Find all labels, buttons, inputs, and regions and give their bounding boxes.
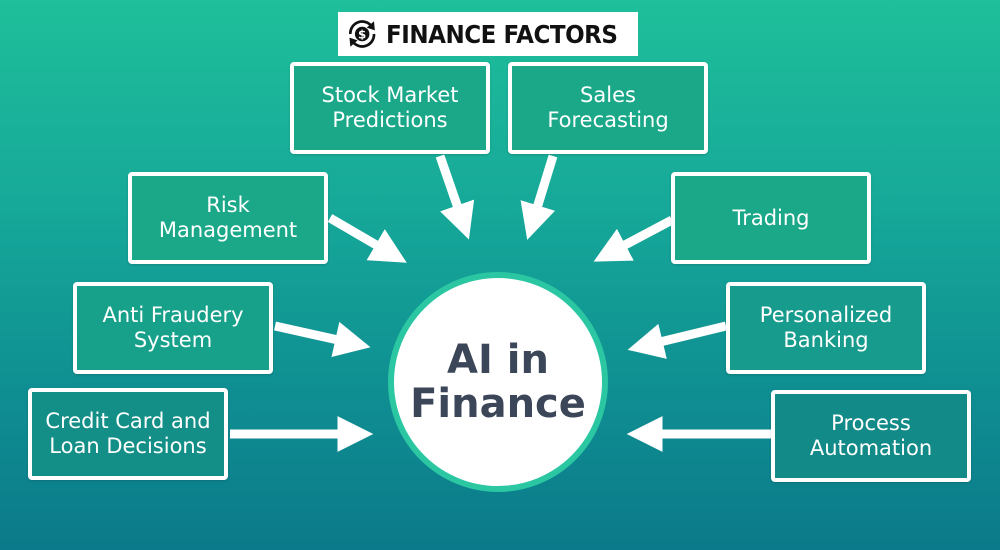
box-label: Anti Fraudery System <box>102 303 244 352</box>
box-label: Sales Forecasting <box>547 83 669 132</box>
box-anti-fraudery-system: Anti Fraudery System <box>73 282 273 374</box>
box-label: Stock Market Predictions <box>321 83 459 132</box>
dollar-cycle-icon: $ <box>348 20 376 48</box>
box-sales-forecasting: Sales Forecasting <box>508 62 708 154</box>
box-credit-card-loan-decisions: Credit Card and Loan Decisions <box>28 388 228 480</box>
box-process-automation: Process Automation <box>771 390 971 482</box>
box-label: Personalized Banking <box>759 303 893 352</box>
box-stock-market-predictions: Stock Market Predictions <box>290 62 490 154</box>
arrow-personalized-banking <box>627 321 728 359</box>
arrow-trading <box>593 216 675 262</box>
box-personalized-banking: Personalized Banking <box>726 282 926 374</box>
box-trading: Trading <box>671 172 871 264</box>
box-label: Credit Card and Loan Decisions <box>45 409 211 458</box>
finance-factors-logo: $ FINANCE FACTORS <box>338 12 638 56</box>
center-circle: AI in Finance <box>388 272 608 492</box>
arrow-risk-management <box>327 214 407 263</box>
logo-text: FINANCE FACTORS <box>386 19 618 49</box>
arrow-anti-fraudery <box>274 321 371 357</box>
box-risk-management: Risk Management <box>128 172 328 264</box>
box-label: Process Automation <box>809 411 933 460</box>
svg-text:$: $ <box>358 28 366 42</box>
box-label: Risk Management <box>158 193 298 242</box>
box-label: Trading <box>732 205 810 230</box>
center-label: AI in Finance <box>410 337 586 427</box>
arrow-stock-market <box>435 154 475 240</box>
arrow-sales-forecasting <box>520 154 558 240</box>
